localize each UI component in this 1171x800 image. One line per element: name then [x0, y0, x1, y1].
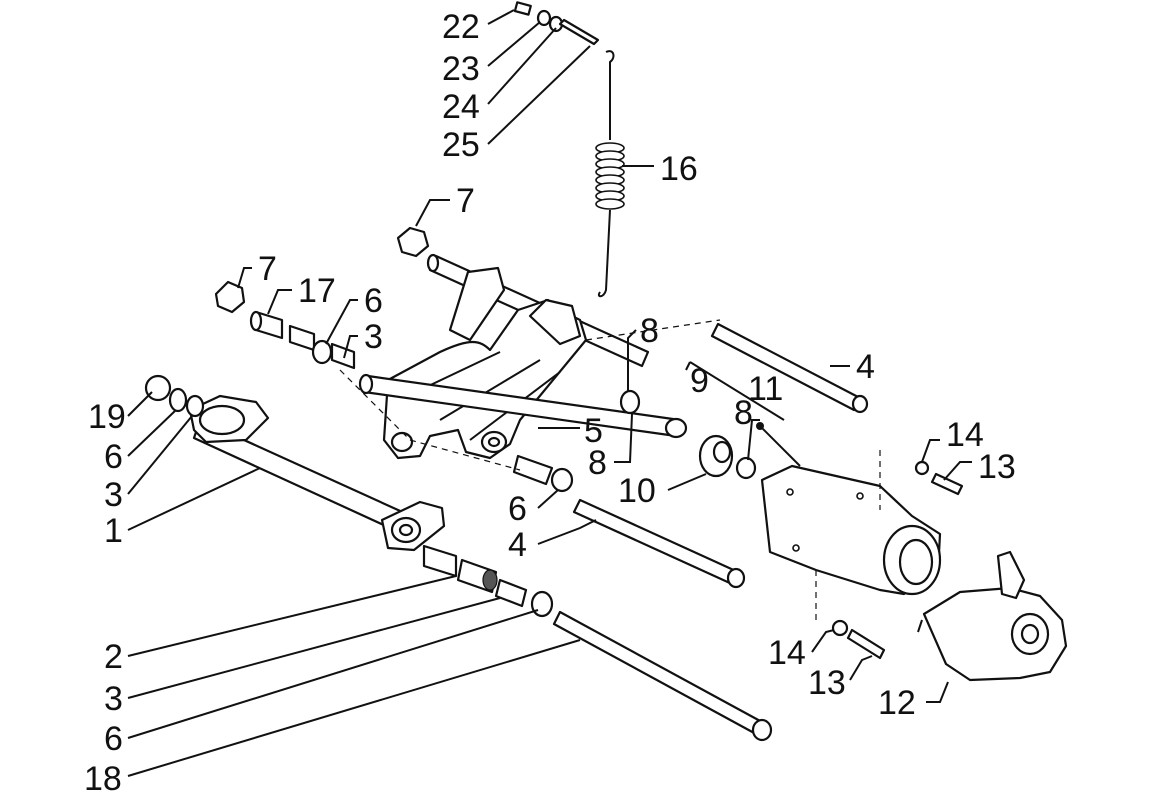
- nut-19: [144, 374, 172, 402]
- callout-10: 10: [618, 472, 656, 510]
- spring-rod-assembly: [513, 1, 625, 298]
- callout-8-upper: 8: [640, 312, 659, 350]
- callout-23: 23: [442, 50, 480, 88]
- silent-block: [698, 434, 734, 478]
- spring-coil: [595, 142, 625, 210]
- callout-numbers: 22 23 24 25 16 7 7 17 6 3 8 4 9 11 8 5 8…: [84, 8, 1016, 798]
- callout-5: 5: [584, 412, 603, 450]
- callout-24: 24: [442, 88, 480, 126]
- callout-8-right: 8: [734, 394, 753, 432]
- callout-22: 22: [442, 8, 480, 46]
- callout-18: 18: [84, 760, 122, 798]
- swing-arm: [382, 266, 588, 460]
- callout-7-left: 7: [258, 250, 277, 288]
- callout-25: 25: [442, 126, 480, 164]
- callout-16: 16: [660, 150, 698, 188]
- callout-14-upper: 14: [946, 416, 984, 454]
- bushing-left: [288, 324, 316, 352]
- callout-3-lower: 3: [104, 680, 123, 718]
- callout-6-left: 6: [104, 438, 123, 476]
- end-cover: [917, 550, 1068, 682]
- callout-2: 2: [104, 638, 123, 676]
- callout-3-left: 3: [104, 476, 123, 514]
- callout-19: 19: [88, 398, 126, 436]
- callout-17: 17: [298, 272, 336, 310]
- callout-3-upper: 3: [364, 318, 383, 356]
- callout-4-lower: 4: [508, 526, 527, 564]
- callout-7-upper: 7: [456, 182, 475, 220]
- bracket-housing: [685, 361, 942, 596]
- callout-11: 11: [748, 370, 783, 408]
- callout-6-upper: 6: [364, 282, 383, 320]
- frame-tube: [188, 394, 446, 552]
- callout-9: 9: [690, 362, 709, 400]
- callout-12: 12: [878, 684, 916, 722]
- leader-lines: [127, 9, 972, 777]
- nut-left: [214, 280, 246, 314]
- callout-8-lower: 8: [588, 444, 607, 482]
- long-bolt-18: [552, 610, 764, 736]
- nut-upper: [396, 226, 430, 258]
- callout-13-upper: 13: [978, 448, 1016, 486]
- callout-1: 1: [104, 512, 123, 550]
- callout-13-lower: 13: [808, 664, 846, 702]
- sleeve-2: [422, 544, 458, 578]
- bolt-4-lower: [572, 498, 740, 586]
- callout-6-lower: 6: [104, 720, 123, 758]
- callout-14-lower: 14: [768, 634, 806, 672]
- callout-4-upper: 4: [856, 348, 875, 386]
- callout-6-center: 6: [508, 490, 527, 528]
